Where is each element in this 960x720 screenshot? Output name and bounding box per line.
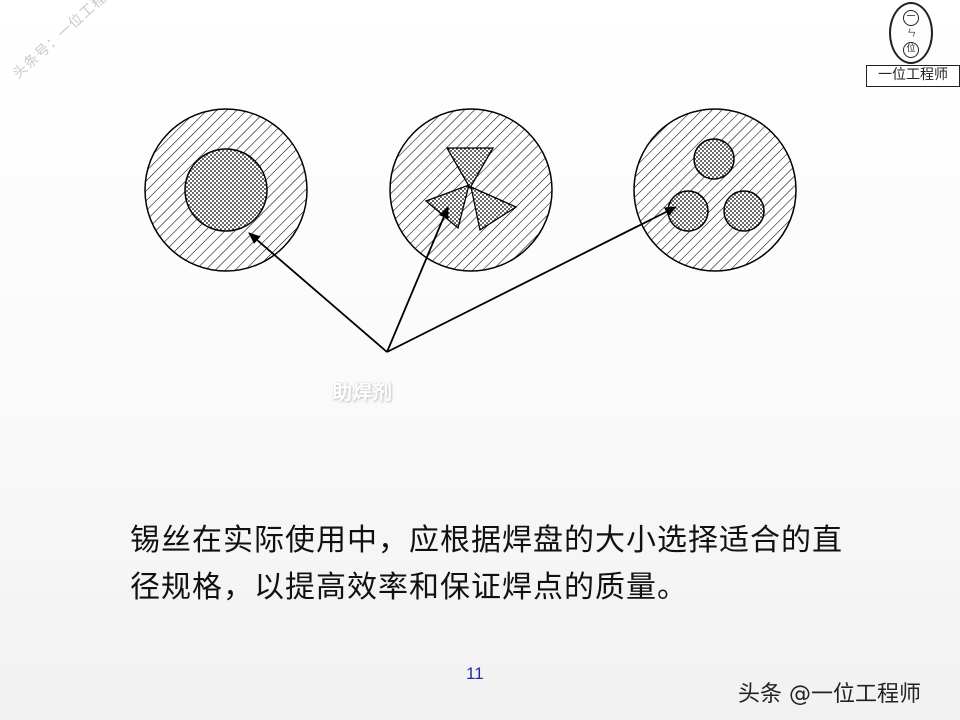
flux-core	[470, 185, 518, 232]
flux-core	[184, 148, 268, 232]
cross-section-three-core	[633, 108, 797, 272]
logo-seal-top: 一	[903, 10, 919, 26]
flux-core	[693, 138, 735, 180]
flux-core	[445, 147, 495, 190]
arrow-to-triangular-core	[386, 206, 449, 353]
footer-brand: 头条 @一位工程师	[738, 682, 921, 707]
flux-label: 助焊剂	[332, 380, 392, 404]
cross-section-triangular-core	[389, 108, 553, 272]
arrow-to-three-core	[386, 206, 677, 353]
body-paragraph: 锡丝在实际使用中，应根据焊盘的大小选择适合的直径规格，以提高效率和保证焊点的质量…	[130, 523, 843, 605]
flux-pointer-arrows	[248, 206, 677, 353]
logo-seal-circle: 一 ㄣ 位	[889, 2, 933, 64]
page-number: 11	[466, 664, 484, 683]
logo-seal-mid: ㄣ	[907, 29, 917, 39]
flux-core	[723, 190, 765, 232]
logo-label: 一位工程师	[866, 65, 960, 87]
flux-core	[667, 190, 709, 232]
arrow-to-single-core	[248, 232, 388, 353]
wire-sheath	[633, 108, 797, 272]
solder-wire-diagram	[144, 108, 797, 353]
brand-logo: 一 ㄣ 位 一位工程师	[866, 2, 960, 88]
logo-seal-bottom: 位	[903, 42, 919, 58]
cross-section-single-core	[144, 108, 308, 272]
